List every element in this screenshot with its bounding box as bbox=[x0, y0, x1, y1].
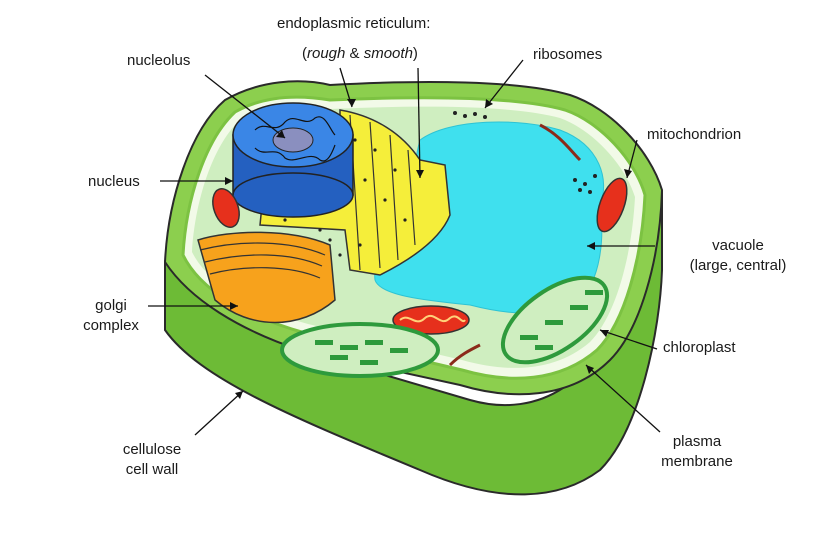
mitochondrion-label: mitochondrion bbox=[647, 126, 742, 143]
nucleolus-label: nucleolus bbox=[127, 52, 191, 69]
nucleus bbox=[232, 102, 354, 218]
er-open-paren: ( bbox=[302, 45, 307, 62]
cell-wall-label-line2: cell wall bbox=[125, 461, 179, 478]
mitochondrion bbox=[212, 177, 628, 335]
nucleus-label: nucleus bbox=[88, 173, 140, 190]
vacuole-label-line2: (large, central) bbox=[689, 257, 787, 274]
leader-lines bbox=[148, 59, 661, 436]
golgi-label-line1: golgi bbox=[95, 297, 127, 314]
nucleolus bbox=[272, 127, 314, 153]
vacuole-label: vacuole (large, central) bbox=[663, 236, 813, 276]
vacuole-label-line1: vacuole bbox=[712, 237, 764, 254]
er-close-paren: ) bbox=[412, 45, 418, 62]
golgi-label-line2: complex bbox=[83, 317, 139, 334]
chloroplast-label: chloroplast bbox=[663, 339, 736, 356]
plasma-membrane-label-line2: membrane bbox=[661, 453, 733, 470]
er-types-label: (rough & smooth) bbox=[302, 44, 418, 64]
endoplasmic-reticulum bbox=[259, 109, 451, 276]
plasma-membrane-label-line1: plasma bbox=[672, 433, 722, 450]
golgi-complex bbox=[197, 231, 336, 324]
ribosomes-label: ribosomes bbox=[533, 46, 603, 63]
er-title-label: endoplasmic reticulum: bbox=[277, 15, 431, 32]
arrow-heads bbox=[225, 99, 632, 399]
ribosomes bbox=[453, 111, 597, 194]
plasma-membrane-label: plasma membrane bbox=[642, 432, 752, 472]
cell-wall-label: cellulose cell wall bbox=[112, 440, 192, 480]
chloroplast bbox=[280, 275, 610, 378]
er-ampersand: & bbox=[345, 45, 364, 62]
er-rough-text: rough bbox=[307, 45, 346, 62]
er-smooth-text: smooth bbox=[363, 45, 413, 62]
golgi-label: golgi complex bbox=[76, 296, 146, 336]
cell-wall-label-line1: cellulose bbox=[122, 441, 182, 458]
